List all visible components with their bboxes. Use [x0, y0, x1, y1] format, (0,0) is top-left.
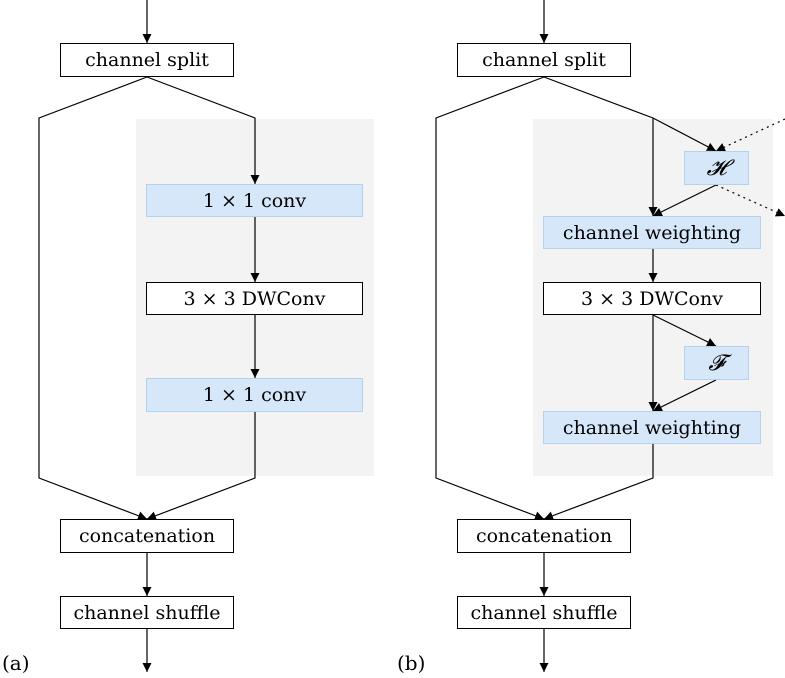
b-branch-path-bottom: [543, 444, 654, 521]
b-dwconv-to-f: [652, 314, 717, 347]
b-h-module-box: 𝓗: [684, 151, 749, 185]
a-concatenation-box: concatenation: [60, 519, 234, 553]
b-channel-split-box: channel split: [457, 43, 631, 77]
a-conv-top-box: 1 × 1 conv: [146, 184, 363, 217]
b-weighting-top-box: channel weighting: [543, 216, 761, 249]
b-shortcut-path: [435, 76, 545, 521]
a-channel-shuffle-box: channel shuffle: [60, 596, 234, 629]
panel-b-label: (b): [397, 651, 426, 675]
b-channel-shuffle-box: channel shuffle: [457, 596, 631, 629]
a-branch-path-top: [146, 76, 260, 184]
a-dwconv-box: 3 × 3 DWConv: [146, 282, 363, 315]
b-dotted-out: [715, 184, 785, 217]
b-concatenation-box: concatenation: [457, 519, 631, 553]
b-f-module-box: 𝓕: [684, 346, 749, 380]
b-dotted-in: [715, 118, 785, 152]
b-split-to-h: [543, 76, 717, 152]
a-branch-path-bottom: [146, 412, 256, 521]
b-h-to-weighting: [652, 184, 717, 217]
a-conv-bottom-box: 1 × 1 conv: [146, 378, 363, 412]
b-f-to-weighting: [652, 379, 717, 412]
a-shortcut-path: [38, 76, 148, 521]
a-channel-split-box: channel split: [60, 43, 234, 77]
panel-a-label: (a): [2, 651, 30, 675]
b-dwconv-box: 3 × 3 DWConv: [543, 282, 761, 315]
b-weighting-bottom-box: channel weighting: [543, 411, 761, 444]
